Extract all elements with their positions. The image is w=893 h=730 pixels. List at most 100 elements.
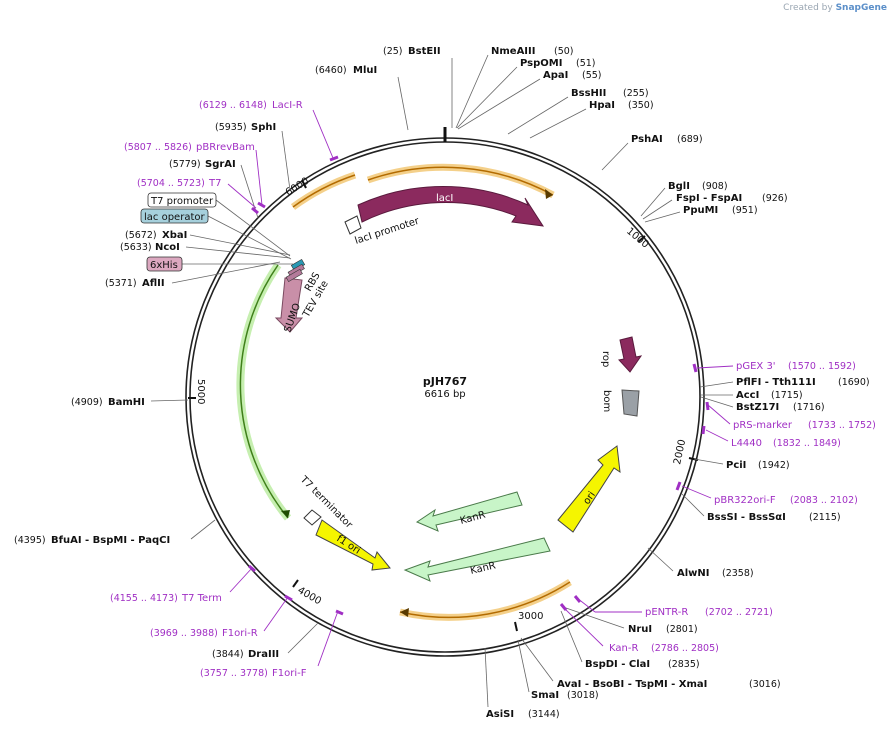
svg-text:BglI: BglI xyxy=(668,181,690,192)
his-tag-box xyxy=(146,256,183,272)
sites-layer: (25) BstEII (6460) MluI NmeAIII (50) Psp… xyxy=(14,46,870,720)
t7-promoter-label: T7 promoter xyxy=(150,196,214,207)
svg-text:L4440: L4440 xyxy=(731,438,762,449)
svg-text:DraIII: DraIII xyxy=(248,649,279,660)
bom-feature xyxy=(621,389,640,417)
svg-text:(51): (51) xyxy=(576,58,596,69)
plasmid-name: pJH767 xyxy=(423,375,467,388)
svg-text:XbaI: XbaI xyxy=(162,230,187,241)
svg-text:pENTR-R: pENTR-R xyxy=(645,607,688,618)
svg-text:(1570 .. 1592): (1570 .. 1592) xyxy=(788,361,856,372)
boxed-labels: T7 promoter lac operator 6xHis xyxy=(140,192,293,272)
svg-text:NcoI: NcoI xyxy=(155,242,180,253)
svg-text:Kan-R: Kan-R xyxy=(609,643,638,654)
svg-text:AlwNI: AlwNI xyxy=(677,568,710,579)
credit-prefix: Created by xyxy=(783,3,833,13)
svg-text:(3144): (3144) xyxy=(528,709,560,720)
svg-text:(4395): (4395) xyxy=(14,535,46,546)
green-arrow xyxy=(236,262,292,521)
t7-promoter-box xyxy=(147,192,217,208)
svg-text:(55): (55) xyxy=(582,70,602,81)
tick-5000: 5000 xyxy=(188,379,206,404)
svg-text:MluI: MluI xyxy=(353,65,377,76)
svg-text:BssSI - BssSαI: BssSI - BssSαI xyxy=(707,512,786,523)
svg-text:5000: 5000 xyxy=(195,379,206,404)
svg-text:T7: T7 xyxy=(208,178,221,189)
ori-feature xyxy=(557,445,621,533)
orange-arrow-bottom-line xyxy=(399,581,571,619)
green-arrow-head xyxy=(281,510,290,518)
svg-text:pRS-marker: pRS-marker xyxy=(733,420,793,431)
svg-text:LacI-R: LacI-R xyxy=(272,100,303,111)
his-tag-label: 6xHis xyxy=(150,260,178,271)
svg-text:(6129 .. 6148): (6129 .. 6148) xyxy=(199,100,267,111)
orange-arrow-top-line xyxy=(367,166,554,196)
svg-text:(3844): (3844) xyxy=(212,649,244,660)
svg-text:(5633): (5633) xyxy=(120,242,152,253)
svg-text:(689): (689) xyxy=(677,134,703,145)
svg-text:(50): (50) xyxy=(554,46,574,57)
svg-text:(5935): (5935) xyxy=(215,122,247,133)
svg-text:F1ori-F: F1ori-F xyxy=(272,668,307,679)
svg-text:AvaI - BsoBI - TspMI - X: AvaI - BsoBI - TspMI - XmaI xyxy=(557,679,707,690)
svg-text:NruI: NruI xyxy=(628,624,652,635)
svg-text:F1ori-R: F1ori-R xyxy=(222,628,258,639)
svg-text:BstEII: BstEII xyxy=(408,46,441,57)
orange-arrow-bottom xyxy=(399,579,572,621)
svg-text:(2786 .. 2805): (2786 .. 2805) xyxy=(651,643,719,654)
snapgene-credit: Created by SnapGene xyxy=(783,3,887,13)
orange-arrow-top-head xyxy=(545,189,553,199)
tick-4000: 4000 xyxy=(292,579,323,607)
svg-text:(1942): (1942) xyxy=(758,460,790,471)
svg-text:(1690): (1690) xyxy=(838,377,870,388)
svg-text:HpaI: HpaI xyxy=(589,100,615,111)
svg-text:AccI: AccI xyxy=(736,390,759,401)
svg-text:(1715): (1715) xyxy=(771,390,803,401)
svg-text:(5704 .. 5723): (5704 .. 5723) xyxy=(137,178,205,189)
svg-text:(350): (350) xyxy=(628,100,654,111)
bom-label: bom xyxy=(601,390,612,412)
svg-text:SphI: SphI xyxy=(251,122,276,133)
f1ori-feature xyxy=(315,519,391,571)
svg-text:PshAI: PshAI xyxy=(631,134,663,145)
svg-text:(926): (926) xyxy=(762,193,788,204)
primers-layer: (6129 .. 6148) LacI-R (5807 .. 5826) pBR… xyxy=(110,100,876,679)
svg-text:(951): (951) xyxy=(732,205,758,216)
svg-text:(5779): (5779) xyxy=(169,159,201,170)
svg-text:FspI - FspAI: FspI - FspAI xyxy=(676,193,742,204)
plasmid-length: 6616 bp xyxy=(424,389,465,400)
orange-arrow-bottom-head xyxy=(400,608,409,617)
svg-text:2000: 2000 xyxy=(672,438,688,465)
svg-text:(908): (908) xyxy=(702,181,728,192)
t7-terminator-shape xyxy=(303,509,322,526)
svg-text:(3969 .. 3988): (3969 .. 3988) xyxy=(150,628,218,639)
svg-text:(2115): (2115) xyxy=(809,512,841,523)
svg-text:pBR322ori-F: pBR322ori-F xyxy=(714,495,776,506)
svg-text:PflFI - Tth111I: PflFI - Tth111I xyxy=(736,377,816,388)
svg-text:pBRrevBam: pBRrevBam xyxy=(196,142,255,153)
lac-operator-label: lac operator xyxy=(144,212,205,223)
svg-text:(1832 .. 1849): (1832 .. 1849) xyxy=(773,438,841,449)
lacI-feature xyxy=(357,186,545,227)
svg-text:PciI: PciI xyxy=(726,460,746,471)
svg-text:ApaI: ApaI xyxy=(543,70,568,81)
orange-arrow-left-top-line xyxy=(292,174,356,208)
svg-text:(3016): (3016) xyxy=(749,679,781,690)
svg-text:(3757 .. 3778): (3757 .. 3778) xyxy=(200,668,268,679)
lac-operator-box xyxy=(140,208,209,224)
lacI-promoter-arrow xyxy=(344,215,362,235)
svg-text:(1716): (1716) xyxy=(793,402,825,413)
green-arrow-line xyxy=(239,264,289,519)
kanr-lower-feature xyxy=(403,537,551,582)
svg-text:BstZ17I: BstZ17I xyxy=(736,402,779,413)
svg-text:SmaI: SmaI xyxy=(531,690,559,701)
svg-text:BamHI: BamHI xyxy=(108,397,145,408)
svg-text:pGEX 3': pGEX 3' xyxy=(736,361,776,372)
svg-text:(25): (25) xyxy=(383,46,403,57)
svg-text:(5807 .. 5826): (5807 .. 5826) xyxy=(124,142,192,153)
svg-text:NmeAIII: NmeAIII xyxy=(491,46,535,57)
svg-text:(5371): (5371) xyxy=(105,278,137,289)
svg-text:(1733 .. 1752): (1733 .. 1752) xyxy=(808,420,876,431)
svg-text:(2835): (2835) xyxy=(668,659,700,670)
